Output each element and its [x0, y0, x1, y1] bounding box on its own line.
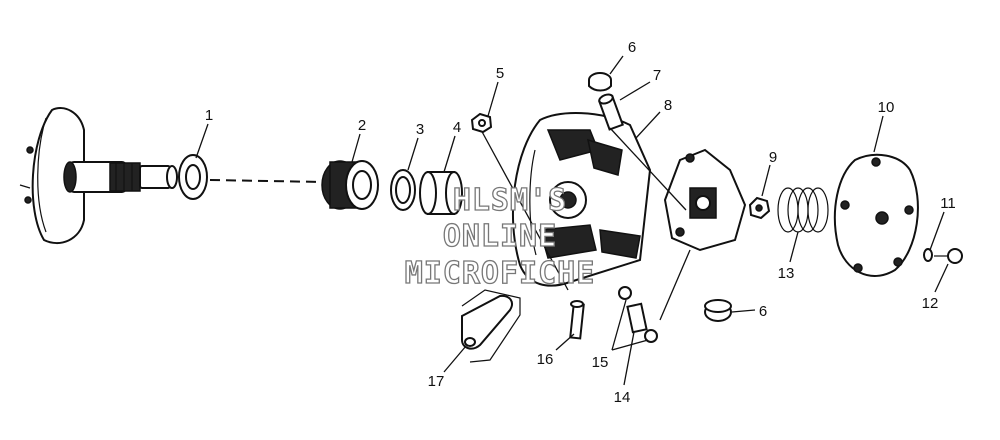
callout-13: 13	[778, 265, 795, 282]
spider-arm-assembly	[609, 127, 747, 321]
roller-part-14	[626, 302, 648, 334]
bolt-part-12	[934, 248, 963, 264]
callout-6-bottom: 6	[759, 303, 767, 320]
callout-9: 9	[769, 149, 777, 166]
nut-part-9	[748, 196, 771, 220]
spring-part-13	[777, 187, 829, 233]
callout-8: 8	[664, 97, 672, 114]
watermark-line-2: ONLINE	[443, 219, 557, 254]
callout-14: 14	[614, 389, 631, 406]
callout-15: 15	[592, 354, 609, 371]
shoe-part-17	[461, 289, 521, 363]
callout-16: 16	[537, 351, 554, 368]
washer-part-1	[178, 154, 208, 200]
bolt-part-16	[569, 300, 585, 340]
callout-17: 17	[428, 373, 445, 390]
callout-1: 1	[205, 107, 213, 124]
o-ring-part-3	[390, 169, 416, 211]
callout-labels: 1 2 3 4 5 6 7 8 9 10 11 12 13 6 14 15 16…	[205, 39, 956, 406]
callout-10: 10	[878, 99, 895, 116]
callout-6-top: 6	[628, 39, 636, 56]
bushing-part-4	[419, 171, 463, 215]
cap-part-6-bottom	[704, 299, 732, 322]
washer-part-15-upper	[618, 286, 632, 300]
callout-7: 7	[653, 67, 661, 84]
washer-part-15-lower	[644, 329, 658, 343]
cover-part-10	[833, 153, 919, 277]
callout-11: 11	[940, 195, 956, 212]
washer-part-11	[923, 248, 933, 262]
callout-5: 5	[496, 65, 504, 82]
center-axis-line	[209, 179, 326, 183]
pin-part-7	[598, 93, 624, 131]
leader-lines	[195, 55, 949, 386]
callout-2: 2	[358, 117, 366, 134]
callout-4: 4	[453, 119, 461, 136]
callout-3: 3	[416, 121, 424, 138]
watermark: HLSM'S ONLINE MICROFICHE	[404, 182, 596, 291]
nut-part-5	[470, 112, 493, 134]
callout-12: 12	[922, 295, 939, 312]
movable-sheave-part-8	[479, 112, 652, 291]
fixed-sheave	[19, 107, 178, 245]
cap-part-6-top	[588, 72, 612, 92]
bearing-part-2	[321, 160, 379, 210]
watermark-line-3: MICROFICHE	[405, 256, 596, 291]
watermark-line-1: HLSM'S	[453, 183, 567, 218]
